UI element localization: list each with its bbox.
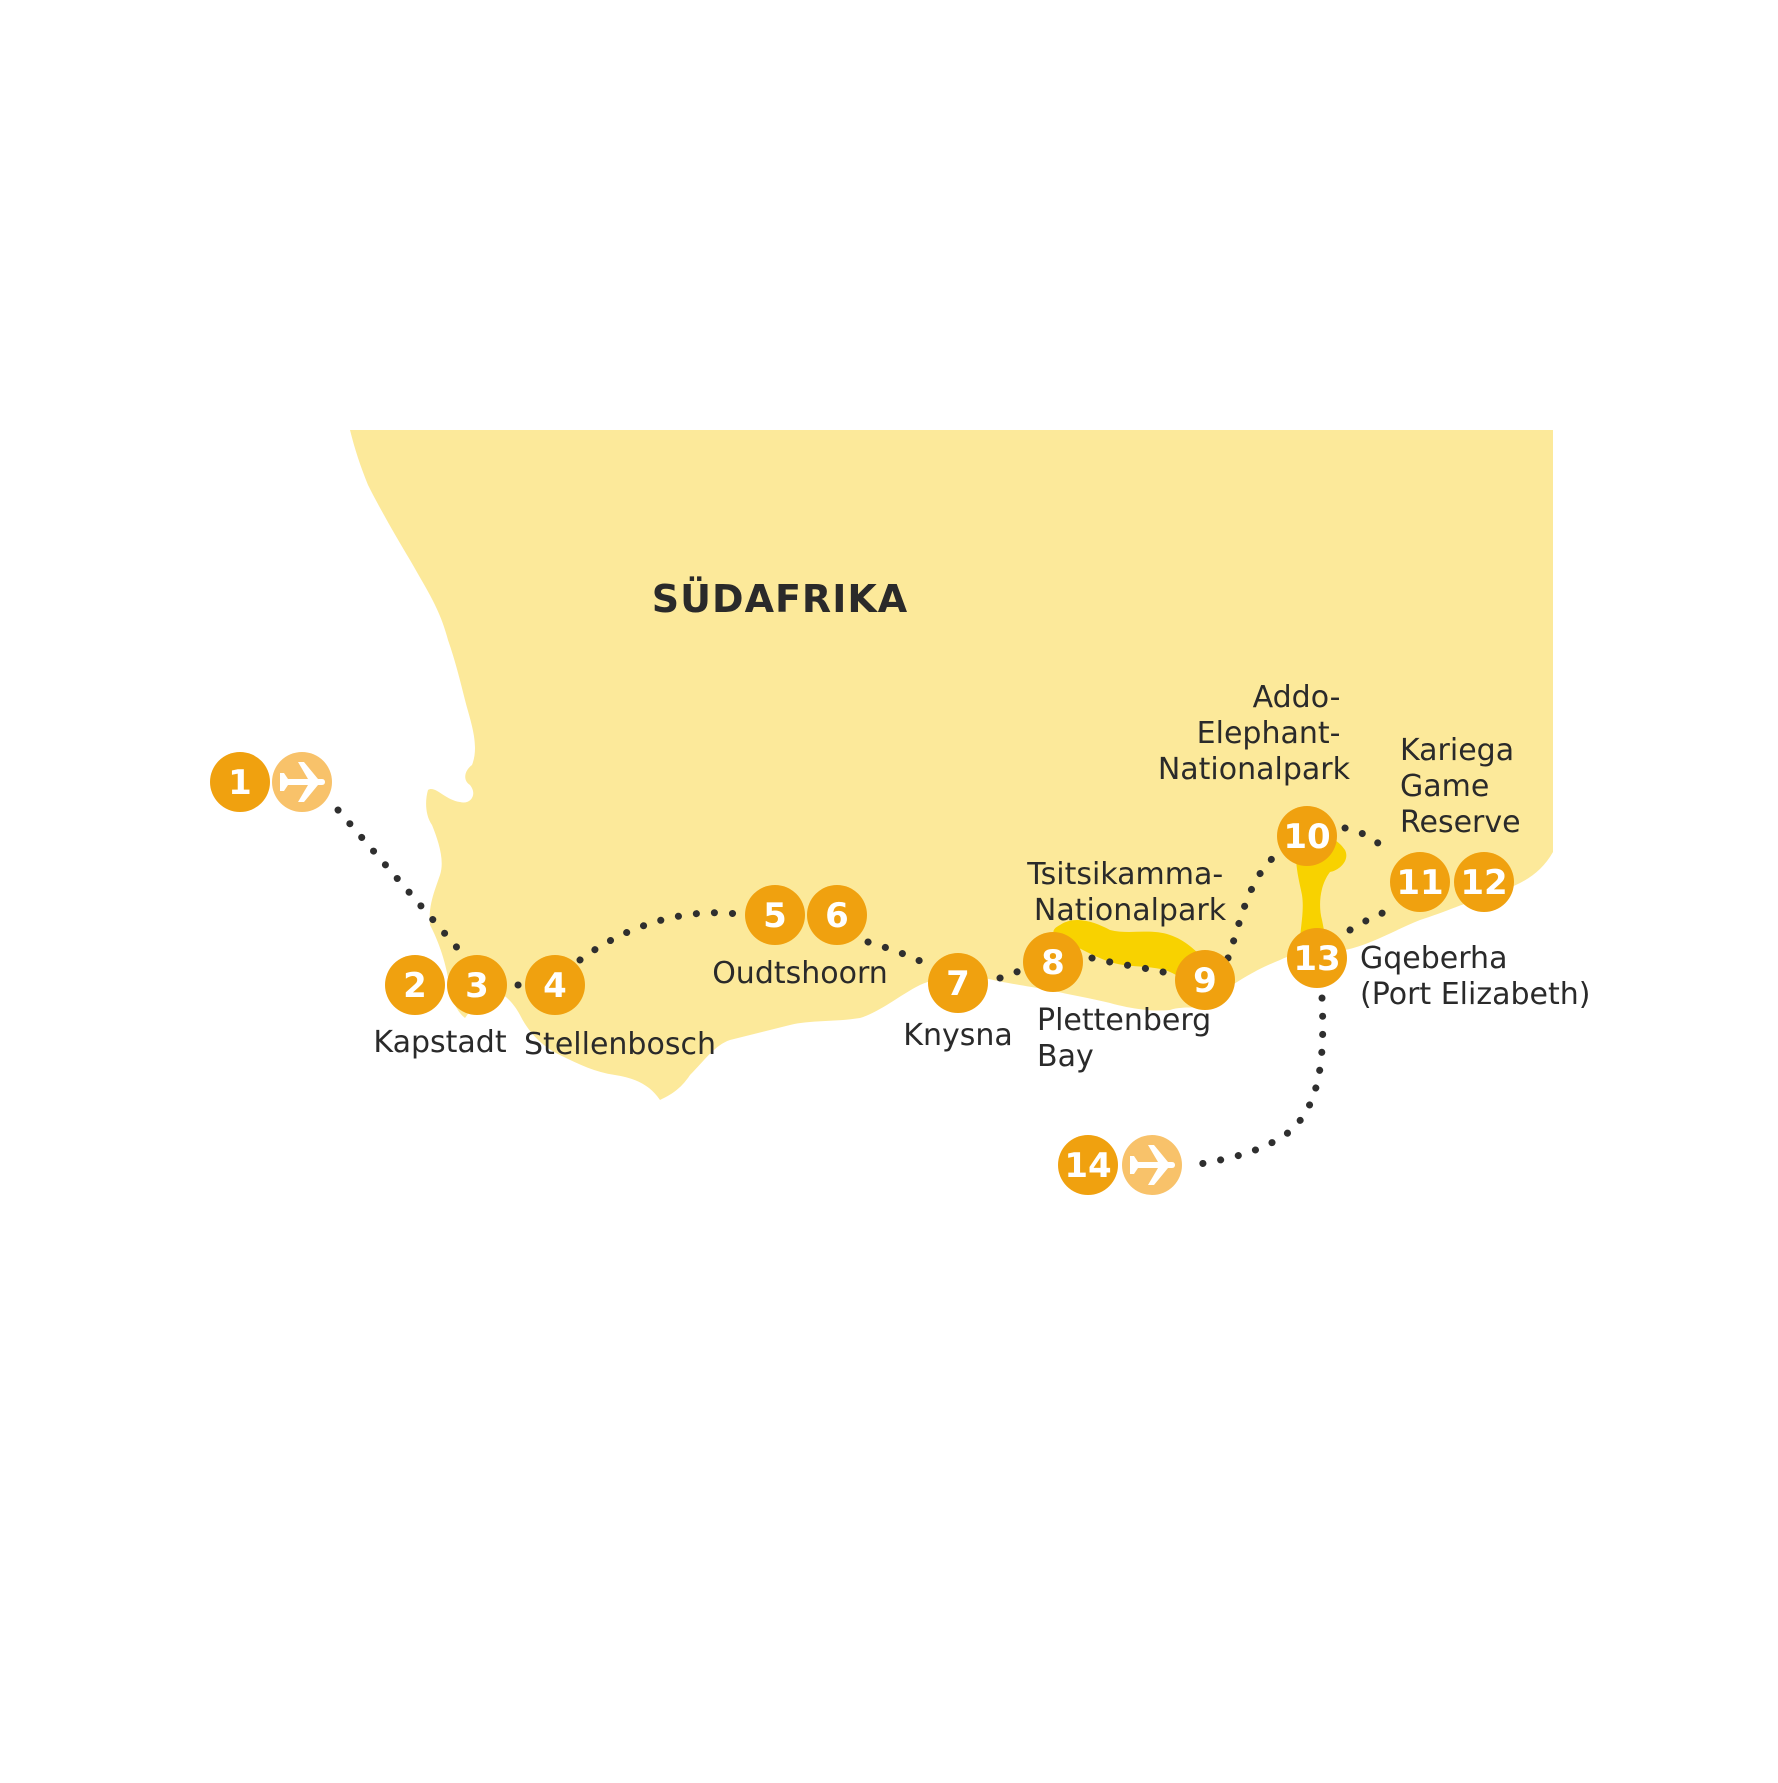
place-label-stellenbosch: Stellenbosch: [524, 1027, 716, 1062]
place-label-kapstadt: Kapstadt: [373, 1025, 506, 1060]
stop-marker[interactable]: 5: [745, 885, 805, 945]
stop-marker[interactable]: 4: [525, 955, 585, 1015]
stop-marker[interactable]: 10: [1277, 806, 1337, 866]
stop-marker[interactable]: 6: [807, 885, 867, 945]
route-segment: [334, 806, 470, 962]
stop-marker[interactable]: 13: [1287, 928, 1347, 988]
stop-number: 5: [763, 896, 787, 936]
stop-number: 12: [1460, 863, 1507, 903]
land-area: [350, 430, 1553, 1100]
stop-number: 3: [465, 966, 489, 1006]
stop-marker[interactable]: 14: [1058, 1135, 1118, 1195]
stop-number: 6: [825, 896, 849, 936]
stop-marker[interactable]: 12: [1454, 852, 1514, 912]
travel-route: [334, 806, 1396, 1169]
place-label-kariega: Kariega Game Reserve: [1400, 733, 1524, 840]
stop-number: 11: [1396, 863, 1443, 903]
park-tsitsikamma: [1053, 920, 1212, 985]
stop-marker[interactable]: 7: [928, 953, 988, 1013]
stop-number: 7: [946, 964, 970, 1004]
place-label-tsitsikamma: Tsitsikamma- Nationalpark: [1026, 857, 1232, 928]
stop-marker[interactable]: 9: [1175, 950, 1235, 1010]
plane-icon: [1122, 1135, 1182, 1195]
place-label-gqeberha: Gqeberha (Port Elizabeth): [1360, 941, 1590, 1012]
stop-number: 8: [1041, 943, 1065, 983]
stop-marker[interactable]: 2: [385, 955, 445, 1015]
stop-marker[interactable]: 8: [1023, 932, 1083, 992]
stop-number: 10: [1283, 817, 1330, 857]
stop-marker[interactable]: 3: [447, 955, 507, 1015]
place-label-plettenberg: Plettenberg Bay: [1037, 1003, 1221, 1074]
stop-number: 13: [1293, 939, 1340, 979]
route-segment: [864, 938, 932, 969]
route-segment: [1224, 848, 1284, 962]
route-segment: [1191, 994, 1327, 1169]
stop-number: 9: [1193, 961, 1217, 1001]
route-segment: [576, 909, 749, 964]
stop-marker[interactable]: 11: [1390, 852, 1450, 912]
stop-number: 1: [228, 763, 252, 803]
stop-marker[interactable]: 1: [210, 752, 270, 812]
place-label-addo: Addo- Elephant- Nationalpark: [1158, 680, 1351, 787]
place-label-knysna: Knysna: [903, 1018, 1012, 1053]
place-label-oudtshoorn: Oudtshoorn: [712, 956, 888, 991]
country-label: SÜDAFRIKA: [652, 577, 908, 621]
stop-number: 14: [1064, 1146, 1111, 1186]
stop-number: 4: [543, 966, 567, 1006]
plane-icon: [272, 752, 332, 812]
stop-number: 2: [403, 966, 427, 1006]
route-segment: [996, 966, 1026, 982]
